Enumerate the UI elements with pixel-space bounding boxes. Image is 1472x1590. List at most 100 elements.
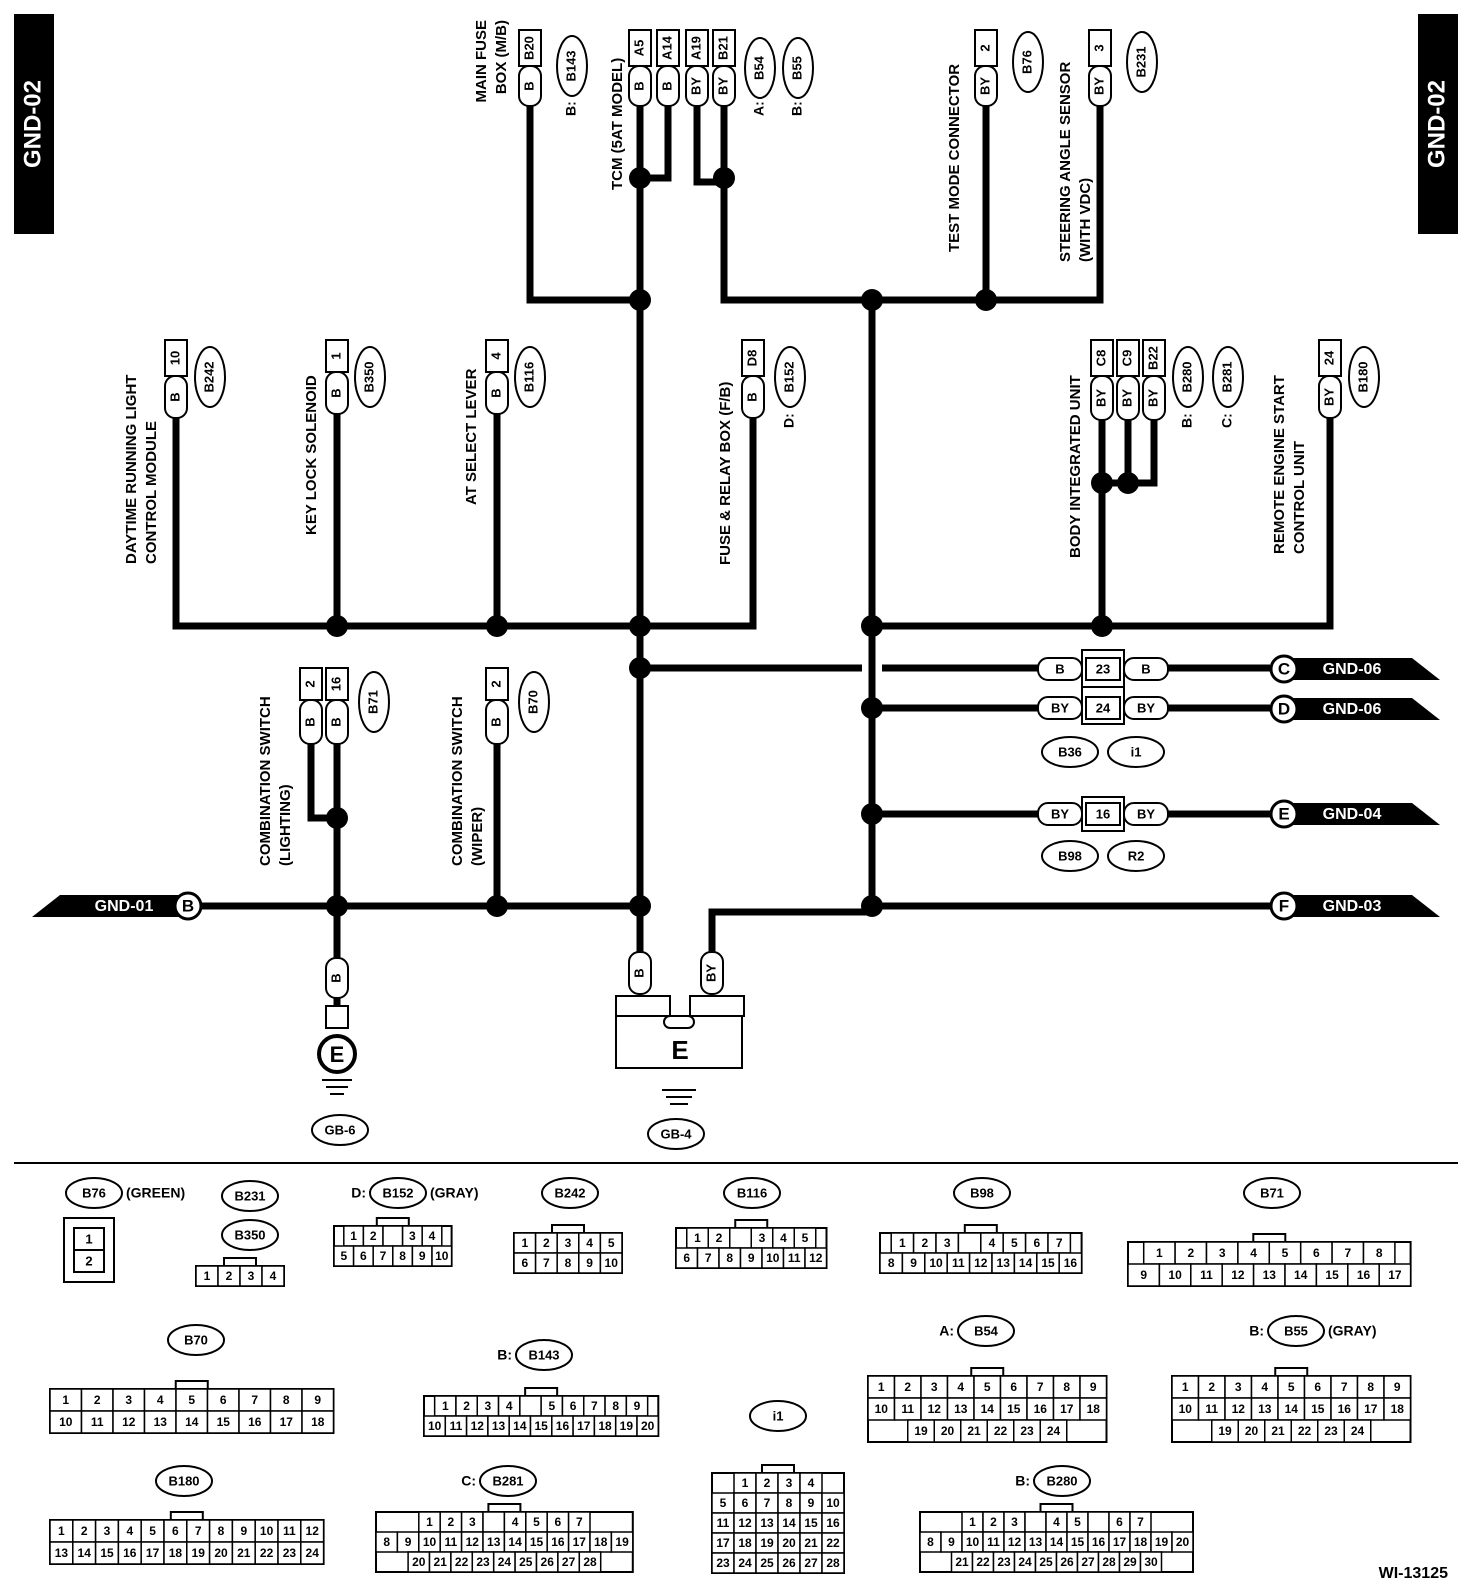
connector-B54-pin-label: 7	[1037, 1380, 1044, 1394]
arrow-e-gnd04[interactable]: E GND-04	[1269, 799, 1440, 829]
connector-B143-pin-label: 7	[591, 1399, 598, 1413]
connector-B55-prefix: B:	[1249, 1323, 1264, 1339]
connector-B116-pin-label: 5	[802, 1231, 809, 1245]
connector-B180-pin-label: 1	[58, 1524, 65, 1538]
connector-B71-pin-label: 13	[1263, 1268, 1277, 1282]
connector-B71-pin-label: 10	[1168, 1268, 1182, 1282]
connector-B350-pin-label: 1	[204, 1269, 211, 1283]
connector-B98-pin-label: 2	[921, 1236, 928, 1250]
connector-B98-pin	[957, 1232, 982, 1254]
connector-B281-label-oval	[479, 1465, 537, 1497]
connector-B54-pin-label: 4	[957, 1380, 964, 1394]
connector-B116-pin-label: 4	[780, 1231, 787, 1245]
wires	[172, 105, 1334, 1006]
connector-B180-pin-label: 21	[237, 1546, 251, 1560]
connector-B71-pin-label: 3	[1219, 1246, 1226, 1260]
connector-B281-pin-label: 14	[508, 1535, 522, 1549]
connector-B54-prefix: A:	[939, 1323, 954, 1339]
connector-B281-pin-label: 18	[594, 1535, 608, 1549]
connector-B116-id: B116	[737, 1185, 767, 1200]
svg-text:BY: BY	[703, 964, 718, 982]
connector-B98-label-oval	[953, 1177, 1011, 1209]
connector-B70-pin-label: 6	[220, 1393, 227, 1407]
svg-text:B55: B55	[789, 56, 804, 80]
svg-text:B116: B116	[521, 362, 536, 392]
connector-B180-pin-label: 3	[104, 1524, 111, 1538]
connector-B70-pin-label: 7	[251, 1393, 258, 1407]
connector-B280-pin-label: 17	[1113, 1535, 1127, 1549]
arrow-c-gnd06[interactable]: C GND-06	[1269, 654, 1440, 684]
svg-text:C: C	[1278, 659, 1290, 678]
connector-B76-label-oval	[65, 1177, 123, 1209]
remote-engine-start-unit: 24 BY REMOTE ENGINE START CONTROL UNIT B…	[1271, 339, 1380, 554]
arrow-d-gnd06[interactable]: D GND-06	[1269, 694, 1440, 724]
connector-B116-pin-label: 12	[809, 1251, 823, 1265]
svg-text:D: D	[1278, 699, 1290, 718]
connector-i1-pin-label: 28	[826, 1556, 840, 1570]
connector-B281-pin-label: 19	[615, 1535, 629, 1549]
arrow-b-gnd01[interactable]: B GND-01	[32, 891, 203, 921]
connector-B180-pin-label: 24	[306, 1546, 320, 1560]
connector-B98-pin-label: 6	[1033, 1236, 1040, 1250]
connector-B116-label-oval	[723, 1177, 781, 1209]
connector-i1-pin-label: 11	[717, 1516, 730, 1530]
connector-B242-pin-label: 5	[608, 1236, 615, 1250]
connector-B280-pin-label: 23	[997, 1555, 1011, 1569]
connector-B70-label-oval	[167, 1324, 225, 1356]
connector-B280-pin-label: 30	[1144, 1555, 1158, 1569]
connector-B71-pin-label: 5	[1282, 1246, 1289, 1260]
connector-i1-pin-label: 5	[720, 1496, 727, 1510]
connector-B71-pin-label: 11	[1200, 1268, 1213, 1282]
connector-B98-pin-label: 7	[1056, 1236, 1063, 1250]
connector-B152-pin-label: 5	[340, 1249, 347, 1263]
connector-B55-pin-label: 15	[1311, 1402, 1325, 1416]
connector-B98-pin-label: 11	[952, 1256, 965, 1270]
connector-B55-pin	[1383, 1397, 1412, 1421]
connector-B98-pin-label: 8	[888, 1256, 895, 1270]
arrow-f-gnd03[interactable]: F GND-03	[1269, 891, 1440, 921]
connector-B242-pin	[599, 1252, 623, 1274]
connector-B180-pin-label: 10	[260, 1524, 274, 1538]
connector-B180-pin-label: 4	[126, 1524, 133, 1538]
connector-B281-pin-label: 3	[469, 1515, 476, 1529]
connector-i1-pin-label: 23	[716, 1556, 730, 1570]
connector-B180-pin-label: 12	[306, 1524, 320, 1538]
connector-i1-pin-label: 1	[742, 1476, 749, 1490]
svg-text:4: 4	[488, 352, 503, 360]
connector-B98-pin-label: 14	[1019, 1256, 1033, 1270]
connector-B54-pin-label: 23	[1020, 1424, 1034, 1438]
svg-text:B:: B:	[789, 101, 805, 116]
svg-text:A5: A5	[631, 40, 646, 57]
svg-text:B180: B180	[1355, 361, 1370, 392]
ground-gb4-symbol: E	[671, 1035, 688, 1065]
connector-B70-latch	[174, 1380, 209, 1390]
svg-text:24: 24	[1096, 700, 1111, 715]
connector-B280-pin-label: 25	[1039, 1555, 1053, 1569]
svg-text:B: B	[631, 81, 646, 90]
connector-B152-pin-label: 3	[409, 1229, 416, 1243]
connector-B70-id: B70	[184, 1332, 208, 1347]
svg-text:B350: B350	[361, 361, 376, 392]
connector-B280-pin-label: 12	[1008, 1535, 1022, 1549]
connector-B280-pin-label: 18	[1134, 1535, 1148, 1549]
connector-B55-pin-label: 7	[1341, 1380, 1348, 1394]
connector-B71-label-oval	[1243, 1177, 1301, 1209]
connector-B280-pin-label: 6	[1116, 1515, 1123, 1529]
connector-B70-pin-label: 2	[94, 1393, 101, 1407]
connector-B55-pin-label: 4	[1261, 1380, 1268, 1394]
connector-B281-pin-label: 6	[555, 1515, 562, 1529]
test-mode-connector: 2 BY TEST MODE CONNECTOR B76	[946, 29, 1044, 252]
connector-B98-pin-label: 4	[989, 1236, 996, 1250]
junction-b98-r2: BY 16 BY B98 R2	[1037, 796, 1169, 872]
connector-B143-pin-label: 20	[641, 1419, 655, 1433]
connector-B281-pin-label: 1	[426, 1515, 433, 1529]
junction-dots	[326, 167, 1139, 917]
connector-B281-pin-label: 4	[512, 1515, 519, 1529]
svg-text:CONTROL MODULE: CONTROL MODULE	[143, 421, 160, 564]
connector-i1-pin-label: 21	[804, 1536, 818, 1550]
connector-B281-pin-label: 22	[455, 1555, 469, 1569]
connector-B70-pin-label: 16	[248, 1415, 262, 1429]
connector-B280-pin	[1171, 1531, 1194, 1553]
connector-i1-pin-label: 12	[738, 1516, 752, 1530]
connector-B116-pin-label: 3	[759, 1231, 766, 1245]
